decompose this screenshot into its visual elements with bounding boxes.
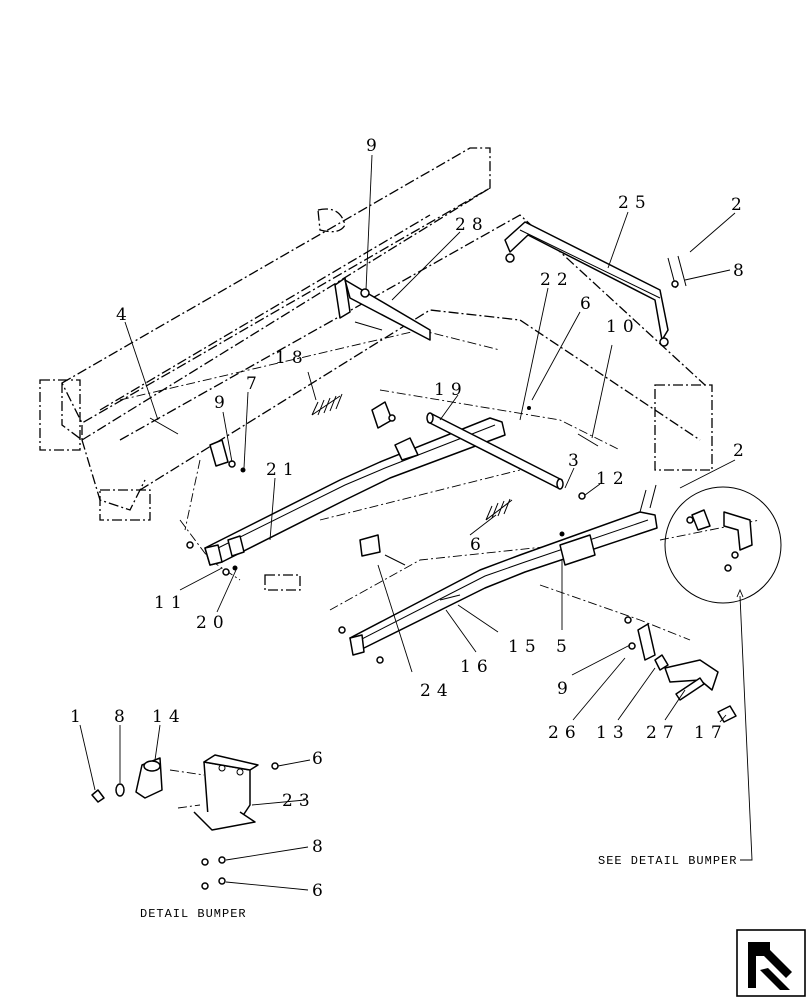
callout-24: 24 (420, 681, 454, 701)
callout-8-detail: 8 (114, 707, 131, 727)
hardware-group (149, 255, 687, 664)
callout-8-top: 8 (733, 261, 750, 281)
linkage-assembly (637, 623, 737, 723)
callout-12: 12 (596, 469, 630, 489)
callout-17: 17 (694, 723, 728, 743)
callout-6-top: 6 (580, 294, 597, 314)
phantom-main-frame (39, 147, 761, 641)
detail-bumper-caption: DETAIL BUMPER (140, 907, 247, 921)
callout-4: 4 (116, 305, 133, 325)
callout-27: 27 (646, 723, 680, 743)
spring-18 (311, 393, 343, 416)
bracket-25 (504, 221, 669, 347)
callout-3: 3 (568, 451, 585, 471)
callout-1: 1 (70, 707, 87, 727)
callout-labels: 9 28 25 2 8 4 22 6 10 18 7 19 9 21 3 12 … (70, 136, 750, 901)
callout-7: 7 (246, 374, 263, 394)
callout-13: 13 (596, 723, 630, 743)
callout-2-top: 2 (731, 195, 748, 215)
callout-9-lower: 9 (557, 679, 574, 699)
arm-21 (204, 417, 506, 566)
callout-20: 20 (196, 613, 230, 633)
next-page-arrow-icon[interactable] (736, 929, 806, 997)
callout-10: 10 (606, 317, 640, 337)
callout-21: 21 (266, 460, 300, 480)
callout-18: 18 (275, 348, 309, 368)
callout-15: 15 (508, 637, 542, 657)
callout-8-detail-right: 8 (312, 837, 329, 857)
callout-6-detail-top: 6 (312, 749, 329, 769)
detail-circle (664, 486, 782, 861)
callout-6-detail-bottom: 6 (312, 881, 329, 901)
callout-5: 5 (556, 637, 573, 657)
callout-25: 25 (618, 193, 652, 213)
spring-6 (485, 498, 513, 521)
callout-26: 26 (548, 723, 582, 743)
callout-6-mid: 6 (470, 535, 487, 555)
leader-lines (79, 154, 736, 891)
see-detail-caption: SEE DETAIL BUMPER (598, 854, 737, 868)
callout-9-top: 9 (366, 136, 383, 156)
callout-11: 11 (154, 593, 188, 613)
callout-22: 22 (540, 270, 574, 290)
shaft-19 (426, 412, 564, 490)
callout-28: 28 (455, 215, 489, 235)
callout-16: 16 (460, 657, 494, 677)
callout-14: 14 (152, 707, 186, 727)
callout-9-left: 9 (214, 393, 231, 413)
callout-19: 19 (434, 380, 468, 400)
arm-24 (349, 511, 658, 656)
callout-2-right: 2 (733, 441, 750, 461)
callout-23: 23 (282, 791, 316, 811)
